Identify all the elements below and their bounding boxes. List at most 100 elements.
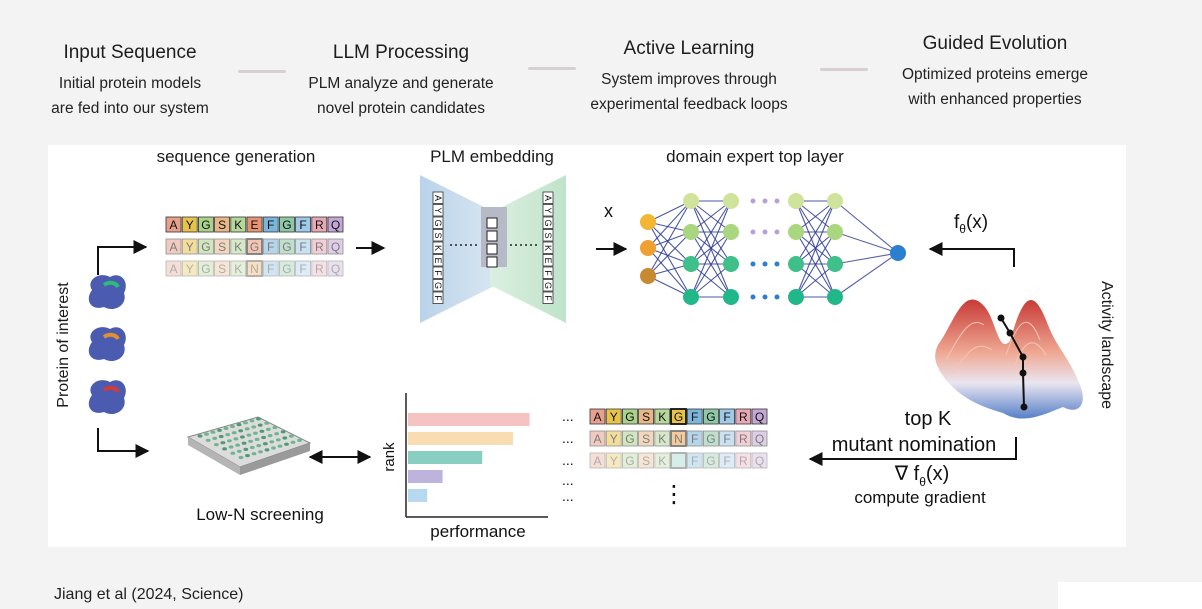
token-letter: A <box>543 195 553 201</box>
ellipsis: ... <box>562 430 574 446</box>
residue-letter: Q <box>755 454 764 468</box>
plate-well <box>197 434 203 438</box>
residue-letter: F <box>691 410 698 424</box>
residue-letter: G <box>282 262 291 276</box>
step-description-line-2: novel protein candidates <box>316 100 486 117</box>
residue-cell <box>622 452 638 469</box>
residue-cell <box>654 430 671 447</box>
plate-well <box>210 430 216 434</box>
residue-letter: A <box>593 432 601 446</box>
plate-well <box>249 419 255 423</box>
network-node <box>827 256 843 272</box>
residue-letter: A <box>169 218 177 232</box>
residue-cell <box>327 260 344 277</box>
network-ellipsis-dot <box>750 198 756 204</box>
network-ellipsis-dot <box>750 261 756 267</box>
plate-well <box>231 431 237 435</box>
residue-cell <box>278 260 295 277</box>
residue-cell <box>670 408 687 425</box>
domain-expert-label: domain expert top layer <box>666 147 844 166</box>
residue-cell <box>214 238 231 255</box>
token-cell <box>432 229 444 242</box>
network-edge <box>795 231 836 298</box>
rank-axis-label: rank <box>381 442 398 472</box>
token-letter: E <box>543 257 553 263</box>
token-cell <box>432 216 444 229</box>
residue-cell <box>751 408 768 425</box>
residue-cell <box>670 452 687 469</box>
ranking-bar <box>408 470 443 483</box>
plate-well <box>205 438 211 442</box>
residue-letter: S <box>218 262 226 276</box>
residue-cell <box>638 452 654 469</box>
residue-cell <box>295 238 312 255</box>
residue-cell <box>214 216 231 233</box>
protein-structure-icon <box>88 380 126 415</box>
network-node <box>788 224 804 240</box>
network-edge <box>647 221 692 298</box>
residue-cell <box>311 238 328 255</box>
network-ellipsis-dot <box>774 294 780 300</box>
residue-cell <box>246 238 263 255</box>
residue-cell <box>703 452 719 469</box>
token-letter: E <box>433 257 443 263</box>
plate-well <box>290 440 296 444</box>
activity-landscape-label: Activity landscape <box>1098 281 1115 409</box>
ranking-bars <box>408 413 530 502</box>
residue-letter: Q <box>331 218 340 232</box>
plate-well <box>238 455 244 460</box>
residue-letter: A <box>169 240 177 254</box>
step-description-line-2: experimental feedback loops <box>590 96 788 113</box>
network-node <box>640 268 656 284</box>
token-letter: Y <box>433 207 443 213</box>
network-edge <box>690 200 732 233</box>
plate-well <box>240 435 245 439</box>
figure-panel: sequence generation PLM embedding domain… <box>48 145 1126 547</box>
token-cell <box>542 291 554 304</box>
step-description: Optimized proteins emerge with enhanced … <box>890 62 1100 112</box>
network-node <box>683 193 699 209</box>
step-llm-processing: LLM Processing PLM analyze and generate … <box>296 0 506 121</box>
residue-cell <box>246 260 263 277</box>
residue-letter: F <box>267 240 274 254</box>
residue-letter: Q <box>331 262 340 276</box>
network-edge <box>690 200 732 298</box>
network-ellipsis-dot <box>774 229 780 235</box>
plate-well <box>277 444 283 448</box>
residue-cell <box>654 408 671 425</box>
plate-well <box>261 435 266 440</box>
citation: Jiang et al (2024, Science) <box>54 586 244 603</box>
plate-well <box>245 454 250 458</box>
plate-well <box>288 434 294 438</box>
step-description-line-1: Initial protein models <box>58 75 202 92</box>
residue-letter: G <box>625 454 634 468</box>
residue-letter: S <box>218 218 226 232</box>
network-node <box>683 256 699 272</box>
residue-letter: R <box>739 454 748 468</box>
residue-letter: R <box>315 218 324 232</box>
residue-letter: K <box>234 240 242 254</box>
plate-well <box>230 451 236 455</box>
residue-cell <box>686 408 703 425</box>
sequence-generation-label: sequence generation <box>157 147 316 166</box>
residue-cell <box>165 216 182 233</box>
network-edge <box>795 200 836 298</box>
step-description-line-1: PLM analyze and generate <box>308 75 494 92</box>
plate-well <box>227 439 232 443</box>
residue-letter: F <box>267 262 274 276</box>
plate-well <box>253 431 258 435</box>
residue-cell <box>703 430 719 447</box>
residue-cell <box>311 260 328 277</box>
plate-well <box>251 425 257 429</box>
plate-well <box>243 447 249 451</box>
low-n-screening-label: Low-N screening <box>196 505 324 524</box>
residue-cell <box>197 260 214 277</box>
token-letter: F <box>433 270 443 276</box>
network-node <box>788 289 804 305</box>
plate-well <box>238 429 244 433</box>
residue-letter: K <box>658 432 666 446</box>
residue-cell <box>278 238 295 255</box>
token-cell <box>432 279 444 292</box>
